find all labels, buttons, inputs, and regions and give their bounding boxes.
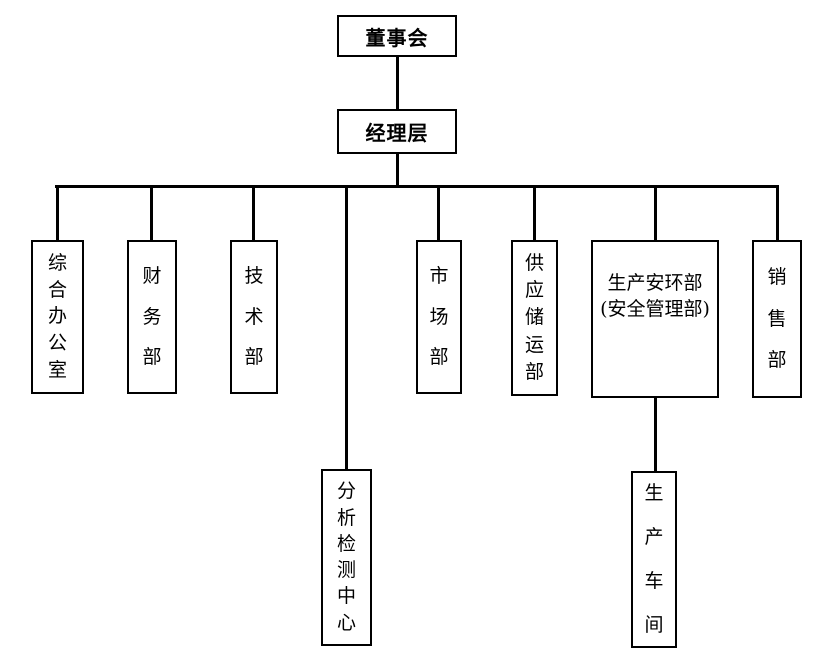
node-general-office: 综合办公室 — [31, 240, 84, 394]
drop-production-safety — [654, 188, 657, 240]
node-market: 市场部 — [416, 240, 462, 394]
drop-technology — [252, 188, 255, 240]
connector-management-trunk — [396, 154, 399, 188]
node-production-safety-label-line2: (安全管理部) — [600, 298, 710, 320]
drop-market — [437, 188, 440, 240]
drop-sales — [776, 188, 779, 240]
drop-supply — [533, 188, 536, 240]
node-board-label: 董事会 — [365, 25, 429, 50]
node-management: 经理层 — [337, 109, 457, 154]
node-sales: 销售部 — [752, 240, 802, 398]
node-finance: 财务部 — [127, 240, 177, 394]
drop-analysis-center — [345, 188, 348, 469]
node-board: 董事会 — [337, 15, 457, 57]
node-management-label: 经理层 — [365, 121, 429, 145]
node-production-safety-label-line1: 生产安环部 — [607, 272, 703, 294]
node-analysis-center: 分析检测中心 — [321, 469, 372, 646]
drop-finance — [150, 188, 153, 240]
node-technology: 技术部 — [230, 240, 278, 394]
connector-production-workshop — [654, 398, 657, 471]
drop-general-office — [56, 188, 59, 240]
node-supply: 供应储运部 — [511, 240, 558, 396]
trunk-line — [55, 185, 779, 188]
node-production-safety: 生产安环部 (安全管理部) — [591, 240, 719, 398]
node-workshop: 生产车间 — [631, 471, 677, 648]
connector-board-management — [396, 57, 399, 109]
